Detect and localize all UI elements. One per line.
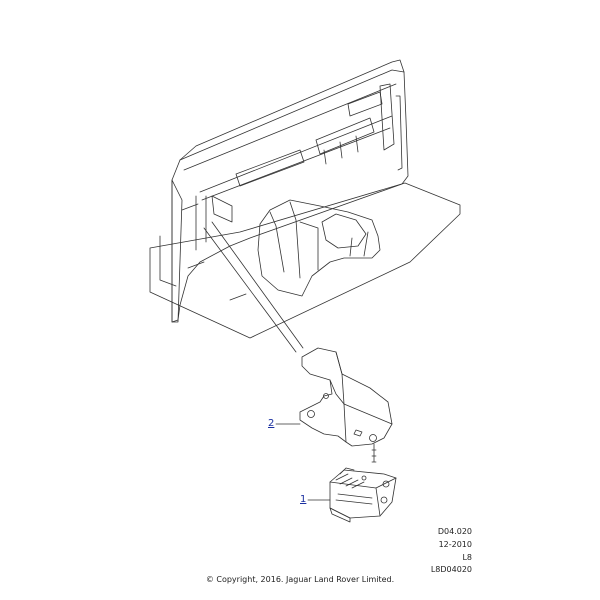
- reference-code: D04.020: [437, 527, 472, 536]
- floor-panel: [149, 182, 461, 339]
- transmission-tunnel: [257, 199, 381, 297]
- leader-line: [211, 221, 304, 349]
- bulkhead-panel: [171, 59, 409, 323]
- leader-line: [203, 227, 297, 353]
- drawing-number: L8D04020: [430, 565, 472, 574]
- left-pillar: [171, 179, 183, 323]
- reference-date: 12-2010: [438, 540, 472, 549]
- callout-number-1[interactable]: 1: [300, 494, 307, 505]
- copyright-notice: © Copyright, 2016. Jaguar Land Rover Lim…: [205, 575, 395, 584]
- mounting-screw: [371, 443, 377, 463]
- reference-model: L8: [462, 553, 472, 562]
- callout-number-2[interactable]: 2: [268, 418, 275, 429]
- bracket-part-2: [299, 347, 393, 447]
